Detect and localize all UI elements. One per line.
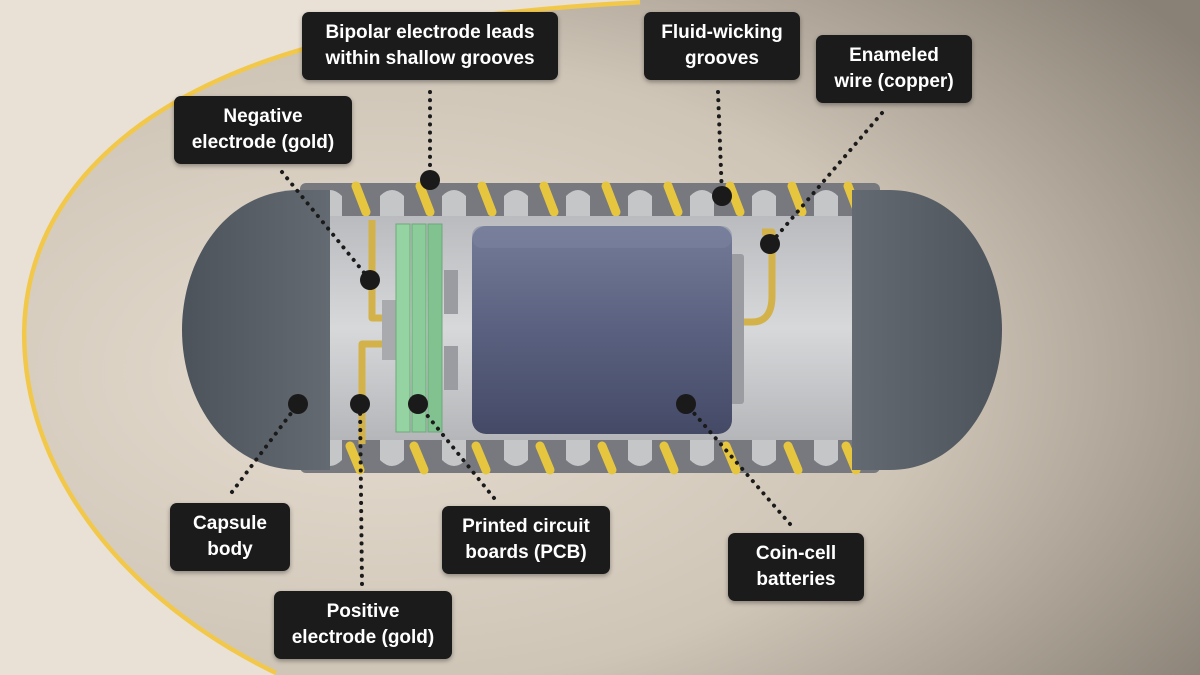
- label-negative-electrode-line1: Negative: [223, 106, 303, 127]
- dot-bipolar: [420, 170, 440, 190]
- leader-end-dots: [288, 170, 780, 414]
- leader-positive: [358, 402, 364, 586]
- capsule: [182, 181, 1002, 475]
- label-bipolar-leads-line1: Bipolar electrode leads: [325, 22, 535, 43]
- dot-positive: [350, 394, 370, 414]
- label-bipolar-leads-line2: within shallow grooves: [325, 48, 535, 69]
- dot-capsule: [288, 394, 308, 414]
- electrode-contact: [382, 300, 396, 360]
- label-positive-electrode-line2: electrode (gold): [291, 627, 435, 648]
- dot-pcb: [408, 394, 428, 414]
- battery-end-contact: [730, 254, 744, 404]
- copper-wire: [742, 228, 776, 326]
- pcb-stack: [395, 223, 443, 433]
- label-enameled-wire: Enameled wire (copper): [816, 35, 972, 103]
- label-batteries-line2: batteries: [756, 569, 836, 590]
- label-fluid-wicking: Fluid-wicking grooves: [644, 12, 800, 80]
- dot-fluid: [712, 186, 732, 206]
- label-negative-electrode: Negative electrode (gold): [174, 96, 352, 164]
- label-pcb-line1: Printed circuit: [462, 516, 590, 537]
- label-positive-electrode: Positive electrode (gold): [274, 591, 452, 659]
- leader-lines: [230, 90, 884, 586]
- dot-wire: [760, 234, 780, 254]
- label-negative-electrode-line2: electrode (gold): [191, 132, 335, 153]
- label-pcb-line2: boards (PCB): [465, 542, 587, 563]
- negative-lead: [368, 220, 384, 322]
- battery-contact-upper: [444, 270, 458, 314]
- leader-capsule: [230, 402, 300, 494]
- leader-negative: [280, 170, 372, 282]
- dot-negative: [360, 270, 380, 290]
- label-capsule-body: Capsule body: [170, 503, 290, 571]
- dot-battery: [676, 394, 696, 414]
- label-pcb: Printed circuit boards (PCB): [442, 506, 610, 574]
- leader-fluid: [716, 90, 724, 198]
- label-batteries: Coin-cell batteries: [728, 533, 864, 601]
- label-bipolar-leads: Bipolar electrode leads within shallow g…: [302, 12, 558, 80]
- top-grooves: [318, 190, 838, 216]
- label-capsule-body-line1: Capsule: [193, 513, 267, 534]
- battery-contact-lower: [444, 346, 458, 390]
- coin-cell-battery: [472, 226, 732, 434]
- label-capsule-body-line2: body: [207, 539, 253, 560]
- bottom-grooves: [318, 440, 838, 466]
- outer-background: [0, 0, 640, 675]
- label-fluid-wicking-line1: Fluid-wicking: [661, 22, 783, 43]
- label-enameled-wire-line2: wire (copper): [834, 71, 954, 92]
- leader-battery: [684, 402, 792, 526]
- label-enameled-wire-line1: Enameled: [849, 45, 939, 66]
- right-end-cap: [852, 190, 1002, 470]
- label-fluid-wicking-line2: grooves: [685, 48, 759, 69]
- label-batteries-line1: Coin-cell: [755, 543, 837, 564]
- label-positive-electrode-line1: Positive: [326, 601, 400, 622]
